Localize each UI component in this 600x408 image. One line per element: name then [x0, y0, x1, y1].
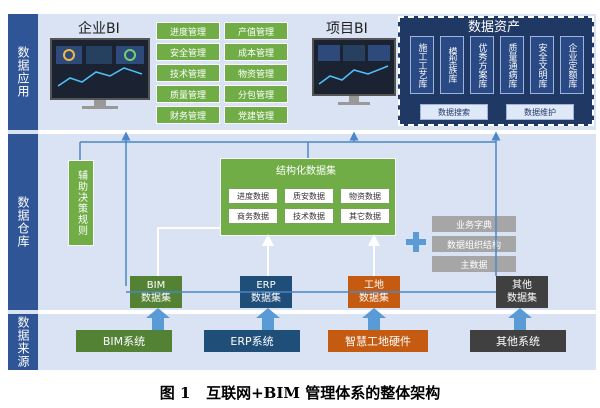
- dataset-name: 其他: [512, 280, 532, 291]
- asset-library-2[interactable]: 优秀方案库: [470, 36, 494, 94]
- monitor-stand: [94, 100, 106, 106]
- source-system-3: 其他系统: [470, 330, 566, 352]
- structured-dataset-title: 结构化数据集: [276, 166, 336, 177]
- monitor-base: [338, 102, 370, 105]
- module-button[interactable]: 财务管理: [156, 106, 220, 124]
- module-button[interactable]: 进度管理: [156, 22, 220, 40]
- dashboard-thumbnail: [318, 45, 390, 85]
- module-button[interactable]: 质量管理: [156, 85, 220, 103]
- metadata-item: 业务字典: [432, 216, 516, 232]
- source-system-1: ERP系统: [204, 330, 300, 352]
- project-bi-title: 项目BI: [326, 21, 368, 37]
- structured-item: 商务数据: [228, 208, 278, 224]
- source-system-2: 智慧工地硬件: [328, 330, 428, 352]
- data-search-button[interactable]: 数据搜索: [420, 104, 488, 120]
- dataset-box-3: 其他数据集: [496, 276, 548, 308]
- band-label-warehouse: 数据仓库: [8, 134, 38, 310]
- decision-rules-box: 辅助决策规则: [68, 160, 94, 246]
- project-bi-monitor: [312, 38, 396, 96]
- asset-library-3[interactable]: 质量通病库: [500, 36, 524, 94]
- metadata-item: 数据组织结构: [432, 236, 516, 252]
- asset-library-1[interactable]: 模型族库: [440, 36, 464, 94]
- dataset-suffix: 数据集: [507, 293, 537, 304]
- asset-library-5[interactable]: 企业定额库: [560, 36, 584, 94]
- band-separator: [38, 310, 596, 314]
- asset-library-4[interactable]: 安全文明库: [530, 36, 554, 94]
- dashboard-thumbnail: [56, 46, 144, 87]
- module-button[interactable]: 产值管理: [224, 22, 288, 40]
- plus-icon: [406, 232, 426, 252]
- module-button[interactable]: 分包管理: [224, 85, 288, 103]
- band-label-application: 数据应用: [8, 14, 38, 130]
- enterprise-bi-title: 企业BI: [78, 21, 120, 37]
- data-maintenance-button[interactable]: 数据维护: [506, 104, 574, 120]
- structured-item: 物资数据: [340, 188, 390, 204]
- dataset-name: 工地: [364, 280, 384, 291]
- enterprise-bi-monitor: [50, 38, 150, 100]
- dataset-suffix: 数据集: [359, 293, 389, 304]
- data-assets-title: 数据资产: [468, 20, 521, 35]
- module-button[interactable]: 党建管理: [224, 106, 288, 124]
- module-button[interactable]: 物资管理: [224, 64, 288, 82]
- module-button[interactable]: 成本管理: [224, 43, 288, 61]
- asset-library-0[interactable]: 施工工艺库: [410, 36, 434, 94]
- band-label-source: 数据来源: [8, 314, 38, 370]
- structured-item: 进度数据: [228, 188, 278, 204]
- metadata-item: 主数据: [432, 256, 516, 272]
- monitor-stand: [349, 96, 359, 102]
- dataset-suffix: 数据集: [251, 293, 281, 304]
- module-button[interactable]: 安全管理: [156, 43, 220, 61]
- monitor-base: [82, 106, 118, 109]
- structured-item: 其它数据: [340, 208, 390, 224]
- dataset-name: ERP: [256, 280, 276, 291]
- dataset-suffix: 数据集: [141, 293, 171, 304]
- module-button[interactable]: 技术管理: [156, 64, 220, 82]
- band-separator: [38, 130, 596, 134]
- source-system-0: BIM系统: [76, 330, 172, 352]
- structured-item: 质安数据: [284, 188, 334, 204]
- figure-caption: 图 1 互联网+BIM 管理体系的整体架构: [159, 384, 441, 402]
- structured-item: 技术数据: [284, 208, 334, 224]
- dataset-name: BIM: [146, 280, 166, 291]
